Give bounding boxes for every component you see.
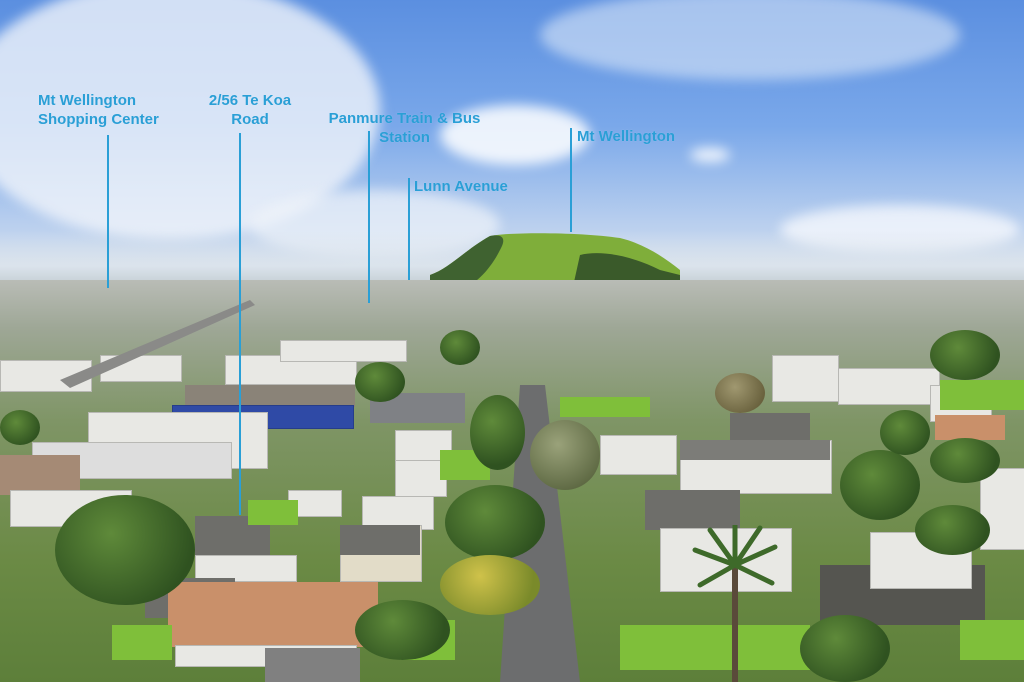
apartment-building xyxy=(838,368,940,405)
label-line: Shopping Center xyxy=(38,111,159,128)
lawn xyxy=(940,380,1024,410)
house-roof xyxy=(730,413,810,443)
pointer-line xyxy=(408,178,410,280)
label-lunn-avenue: Lunn Avenue xyxy=(414,177,508,196)
pointer-line xyxy=(368,131,370,303)
tree xyxy=(55,495,195,605)
label-mt-wellington-shopping-center: Mt Wellington Shopping Center xyxy=(38,91,159,129)
building-roof xyxy=(185,385,355,407)
tree xyxy=(840,450,920,520)
house-roof xyxy=(935,415,1005,440)
house-roof xyxy=(645,490,740,530)
lawn xyxy=(248,500,298,525)
cloud xyxy=(690,148,730,162)
house-roof xyxy=(340,525,420,555)
lawn xyxy=(112,625,172,660)
label-te-koa-road: 2/56 Te Koa Road xyxy=(200,91,300,129)
house-roof xyxy=(265,648,360,682)
tree xyxy=(800,615,890,682)
label-line: Mt Wellington xyxy=(577,128,676,145)
pointer-line xyxy=(107,135,109,288)
tree xyxy=(355,362,405,402)
tan-roof-house xyxy=(168,582,378,647)
lawn xyxy=(560,397,650,417)
label-line: Mt Wellington xyxy=(38,92,137,109)
house-roof xyxy=(680,440,830,460)
tree xyxy=(715,373,765,413)
building-roof xyxy=(0,455,80,495)
tree xyxy=(440,555,540,615)
label-line: Lunn Avenue xyxy=(414,178,508,195)
label-panmure-station: Panmure Train & Bus Station xyxy=(313,109,496,147)
lawn xyxy=(960,620,1024,660)
tree xyxy=(355,600,450,660)
label-line: 2/56 Te Koa xyxy=(208,92,292,109)
tree xyxy=(880,410,930,455)
pointer-line xyxy=(239,133,241,515)
tree xyxy=(915,505,990,555)
label-line: Panmure Train & Bus xyxy=(328,110,481,127)
tree xyxy=(440,330,480,365)
cloud xyxy=(540,0,960,80)
tree xyxy=(930,330,1000,380)
tree xyxy=(0,410,40,445)
lawn xyxy=(620,625,810,670)
label-line: Road xyxy=(231,111,269,128)
tree xyxy=(445,485,545,560)
tree xyxy=(930,438,1000,483)
house xyxy=(195,555,297,582)
house xyxy=(600,435,677,475)
pointer-line xyxy=(570,128,572,232)
label-mt-wellington: Mt Wellington xyxy=(577,127,675,146)
tree xyxy=(530,420,600,490)
palm-tree xyxy=(692,525,778,682)
label-line: Station xyxy=(379,129,430,146)
building xyxy=(280,340,407,362)
cloud xyxy=(440,105,590,165)
tree xyxy=(470,395,525,470)
